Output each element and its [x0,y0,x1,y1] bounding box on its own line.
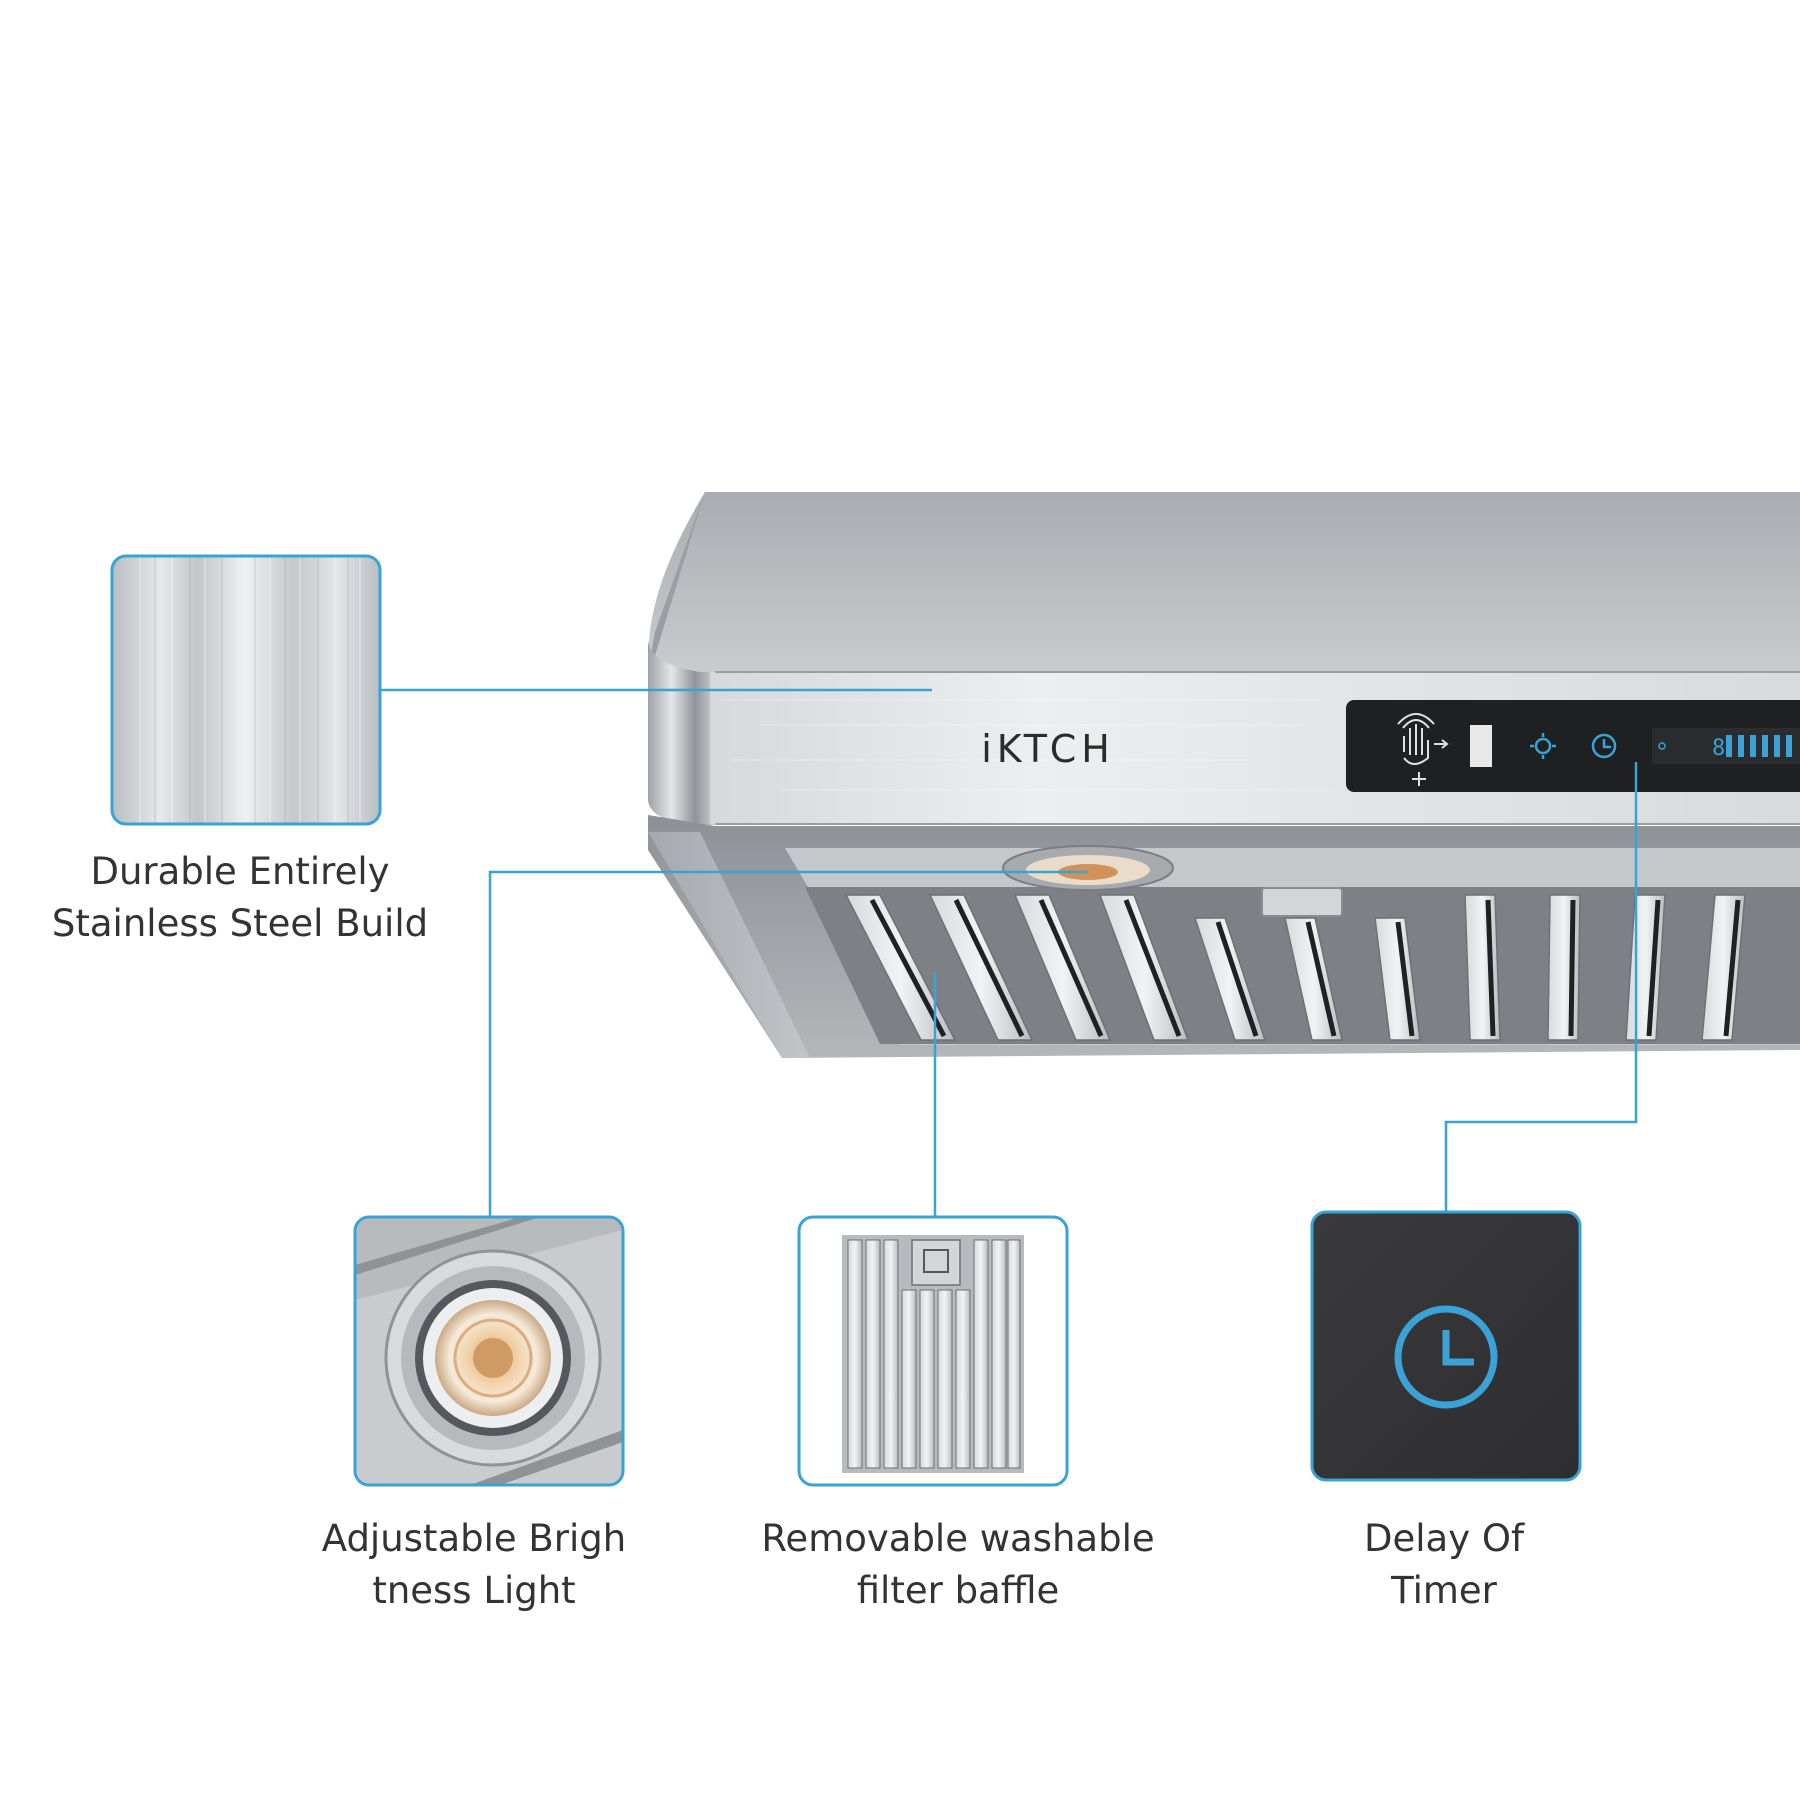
caption-filter-line-2: filter baffle [856,1569,1060,1612]
caption-steel: Durable Entirely Stainless Steel Build [10,846,470,950]
hood-lamp [1002,845,1174,891]
lamp-closeup-tile [353,1215,625,1487]
timer-tile [1310,1210,1582,1482]
brand-logo: iKTCH [981,727,1115,771]
caption-steel-line-2: Stainless Steel Build [51,902,429,945]
callout-lines [380,688,1638,1217]
caption-timer-line-1: Delay Of [1363,1517,1524,1560]
caption-light-line-1: Adjustable Brigh [321,1517,627,1560]
caption-light: Adjustable Brigh tness Light [244,1513,704,1617]
caption-light-line-2: tness Light [372,1569,576,1612]
hood-baffle-slats [844,887,1746,1041]
caption-filter: Removable washable filter baffle [728,1513,1188,1617]
caption-timer-line-2: Timer [1391,1569,1497,1612]
gesture-icon [1397,713,1449,786]
caption-steel-line-1: Durable Entirely [90,850,390,893]
fan-icon [1530,733,1556,759]
control-panel: 8 [1346,700,1800,792]
clock-icon [1394,1305,1498,1409]
range-hood: iKTCH [648,492,1800,1058]
panel-level-bars [1726,735,1792,757]
panel-display: 8 [1712,736,1725,761]
steel-swatch-tile [110,554,382,826]
baffle-filter-tile [797,1215,1069,1487]
caption-timer: Delay Of Timer [1214,1513,1674,1617]
caption-filter-line-1: Removable washable [761,1517,1155,1560]
panel-clock-icon [1591,733,1617,759]
